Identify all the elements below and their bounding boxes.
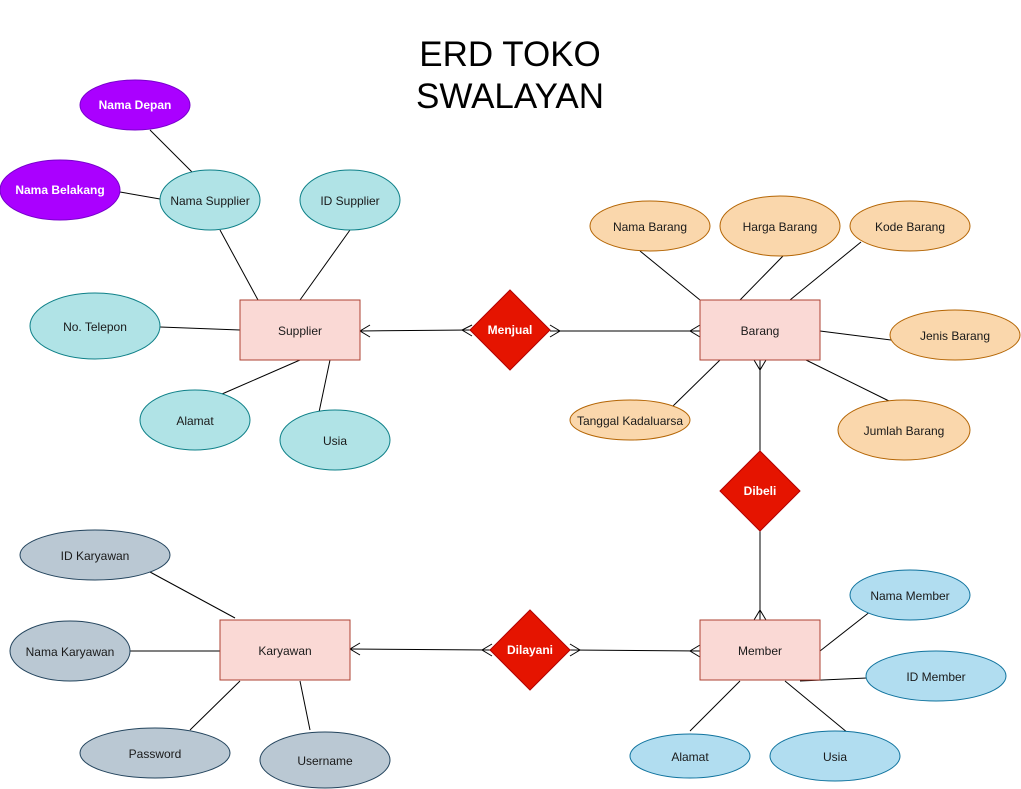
diagram-title-line-2: SWALAYAN <box>416 77 604 116</box>
entity-karyawan[interactable]: Karyawan <box>219 619 351 681</box>
connector-dilayani-member <box>569 649 701 652</box>
entity-karyawan-label: Karyawan <box>258 644 311 658</box>
crowfoot-menjual-right <box>549 324 561 338</box>
attr-kode-barang[interactable]: Kode Barang <box>849 200 971 252</box>
attr-supplier-usia[interactable]: Usia <box>279 409 391 471</box>
connector-karyawan-dilayani <box>349 648 491 651</box>
attr-nama-member[interactable]: Nama Member <box>849 569 971 621</box>
connector-id-karyawan <box>149 571 236 619</box>
connector-username <box>299 680 311 731</box>
connector-no-telepon <box>159 326 241 331</box>
attr-supplier-usia-label: Usia <box>323 434 347 448</box>
attr-member-alamat[interactable]: Alamat <box>629 733 751 779</box>
attr-no-telepon-label: No. Telepon <box>63 320 127 334</box>
connector-member-usia <box>784 680 849 734</box>
attr-nama-barang[interactable]: Nama Barang <box>589 200 711 252</box>
connector-jumlah-barang <box>805 359 890 402</box>
attr-id-supplier[interactable]: ID Supplier <box>299 169 401 231</box>
attr-jumlah-barang-label: Jumlah Barang <box>864 424 945 438</box>
attr-id-supplier-label: ID Supplier <box>320 194 379 208</box>
relation-menjual-label: Menjual <box>488 323 533 337</box>
attr-nama-supplier[interactable]: Nama Supplier <box>159 169 261 231</box>
attr-username-label: Username <box>297 754 353 768</box>
connector-harga-barang <box>739 255 784 301</box>
crowfoot-member-top <box>753 609 767 621</box>
attr-supplier-alamat[interactable]: Alamat <box>139 389 251 451</box>
attr-nama-barang-label: Nama Barang <box>613 220 687 234</box>
connector-member-alamat <box>689 680 741 732</box>
crowfoot-member-left <box>689 644 701 658</box>
crowfoot-barang-bottom <box>753 359 767 371</box>
entity-barang[interactable]: Barang <box>699 299 821 361</box>
attr-id-member[interactable]: ID Member <box>865 650 1007 702</box>
entity-member[interactable]: Member <box>699 619 821 681</box>
attr-member-usia[interactable]: Usia <box>769 730 901 782</box>
connector-supplier-usia <box>317 359 331 418</box>
attr-member-usia-label: Usia <box>823 750 847 764</box>
attr-no-telepon[interactable]: No. Telepon <box>29 292 161 360</box>
connector-nama-belakang <box>119 191 161 200</box>
attr-password[interactable]: Password <box>79 727 231 779</box>
attr-harga-barang-label: Harga Barang <box>743 220 818 234</box>
relation-dibeli-label: Dibeli <box>744 484 777 498</box>
relation-dilayani-label: Dilayani <box>507 643 553 657</box>
connector-supplier-menjual <box>359 329 471 332</box>
connector-nama-barang <box>639 250 701 301</box>
attr-nama-belakang-label: Nama Belakang <box>15 183 104 197</box>
attr-username[interactable]: Username <box>259 731 391 789</box>
connector-tanggal-kadaluarsa <box>671 359 721 408</box>
connector-id-supplier <box>299 229 351 301</box>
attr-member-alamat-label: Alamat <box>671 750 709 764</box>
attr-id-karyawan[interactable]: ID Karyawan <box>19 529 171 581</box>
connector-kode-barang <box>789 241 862 301</box>
connector-nama-depan <box>149 129 199 179</box>
attr-harga-barang[interactable]: Harga Barang <box>719 195 841 257</box>
attr-nama-depan-label: Nama Depan <box>99 98 172 112</box>
crowfoot-barang <box>689 324 701 338</box>
attr-id-karyawan-label: ID Karyawan <box>61 549 130 563</box>
attr-supplier-alamat-label: Alamat <box>176 414 214 428</box>
relation-dilayani[interactable]: Dilayani <box>489 609 571 691</box>
crowfoot-dilayani-left <box>481 643 493 657</box>
relation-menjual[interactable]: Menjual <box>469 289 551 371</box>
connector-nama-member <box>819 610 872 652</box>
attr-id-member-label: ID Member <box>906 670 965 684</box>
attr-tanggal-kadaluarsa[interactable]: Tanggal Kadaluarsa <box>569 399 691 441</box>
attr-nama-karyawan-label: Nama Karyawan <box>26 645 115 659</box>
attr-jenis-barang-label: Jenis Barang <box>920 329 990 343</box>
attr-nama-belakang[interactable]: Nama Belakang <box>0 159 121 221</box>
attr-nama-member-label: Nama Member <box>870 589 949 603</box>
diagram-title-line-1: ERD TOKO <box>419 35 601 74</box>
relation-dibeli[interactable]: Dibeli <box>719 450 801 532</box>
attr-nama-karyawan[interactable]: Nama Karyawan <box>9 620 131 682</box>
connector-nama-supplier <box>219 229 259 301</box>
attr-nama-depan[interactable]: Nama Depan <box>79 79 191 131</box>
entity-supplier[interactable]: Supplier <box>239 299 361 361</box>
connector-jenis-barang <box>819 330 892 341</box>
attr-nama-supplier-label: Nama Supplier <box>170 194 249 208</box>
entity-supplier-label: Supplier <box>278 324 322 338</box>
attr-jenis-barang[interactable]: Jenis Barang <box>889 309 1021 361</box>
connector-supplier-alamat <box>221 359 301 395</box>
entity-barang-label: Barang <box>741 324 780 338</box>
connector-password <box>189 680 241 731</box>
entity-member-label: Member <box>738 644 782 658</box>
crowfoot-menjual-left <box>460 324 473 337</box>
crowfoot-dilayani-right <box>569 643 581 657</box>
attr-tanggal-kadaluarsa-label: Tanggal Kadaluarsa <box>577 414 683 428</box>
connectors <box>119 129 892 734</box>
attr-password-label: Password <box>129 747 182 761</box>
attr-kode-barang-label: Kode Barang <box>875 220 945 234</box>
attr-jumlah-barang[interactable]: Jumlah Barang <box>837 399 971 461</box>
